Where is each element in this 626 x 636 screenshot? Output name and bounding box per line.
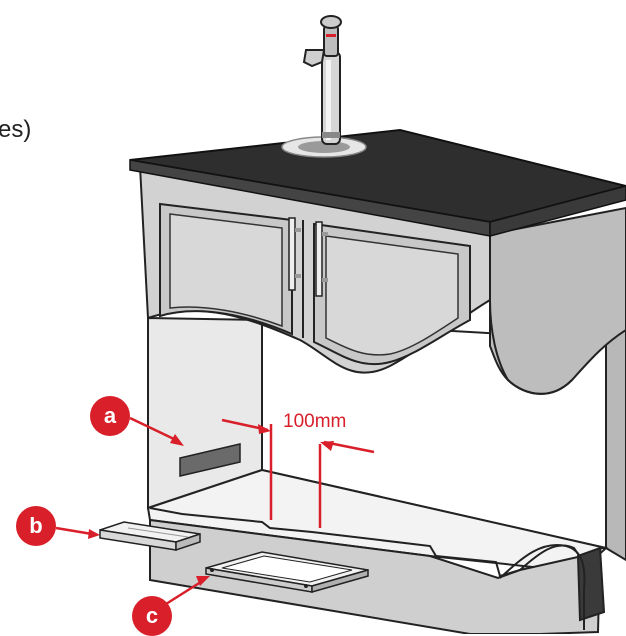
door-handle-left	[288, 217, 296, 291]
callout-a-arrowhead	[170, 434, 184, 446]
wall-panel-a	[179, 443, 241, 477]
callout-c-badge: c	[132, 596, 172, 636]
callout-a-label: a	[103, 403, 117, 428]
dimension-arrowhead-left	[258, 424, 271, 434]
tap	[302, 15, 342, 145]
door-handle-right	[315, 221, 323, 297]
callout-a-badge: a	[90, 396, 130, 436]
door-handle-right-bracket-bottom	[322, 278, 328, 282]
callout-b-label: b	[29, 513, 43, 538]
cabinet-door-right-panel	[325, 235, 459, 356]
cabinet-plinth-wave	[499, 543, 586, 630]
cabinet-floor-front-edge	[149, 507, 606, 578]
dimension-label-100mm: 100mm	[281, 411, 349, 432]
tray-b	[99, 521, 201, 552]
truncated-text: es)	[0, 116, 32, 143]
callout-c-label: c	[145, 603, 159, 628]
bracket-c	[205, 551, 369, 593]
callout-b-arrowhead	[88, 529, 100, 539]
callout-leaders	[55, 416, 205, 606]
callout-b-badge: b	[16, 506, 56, 546]
door-handle-right-bracket-top	[322, 232, 328, 236]
door-handle-left-bracket-bottom	[295, 274, 301, 278]
door-handle-left-bracket-top	[295, 228, 301, 232]
countertop-side-edge	[489, 185, 626, 237]
callout-c-arrowhead	[196, 576, 210, 586]
dimension-arrowhead-right	[320, 441, 334, 451]
cabinet-door-left-panel	[169, 213, 283, 328]
cabinet-right-side-panel	[605, 328, 626, 562]
cabinet-right-wave-edge	[489, 299, 573, 395]
